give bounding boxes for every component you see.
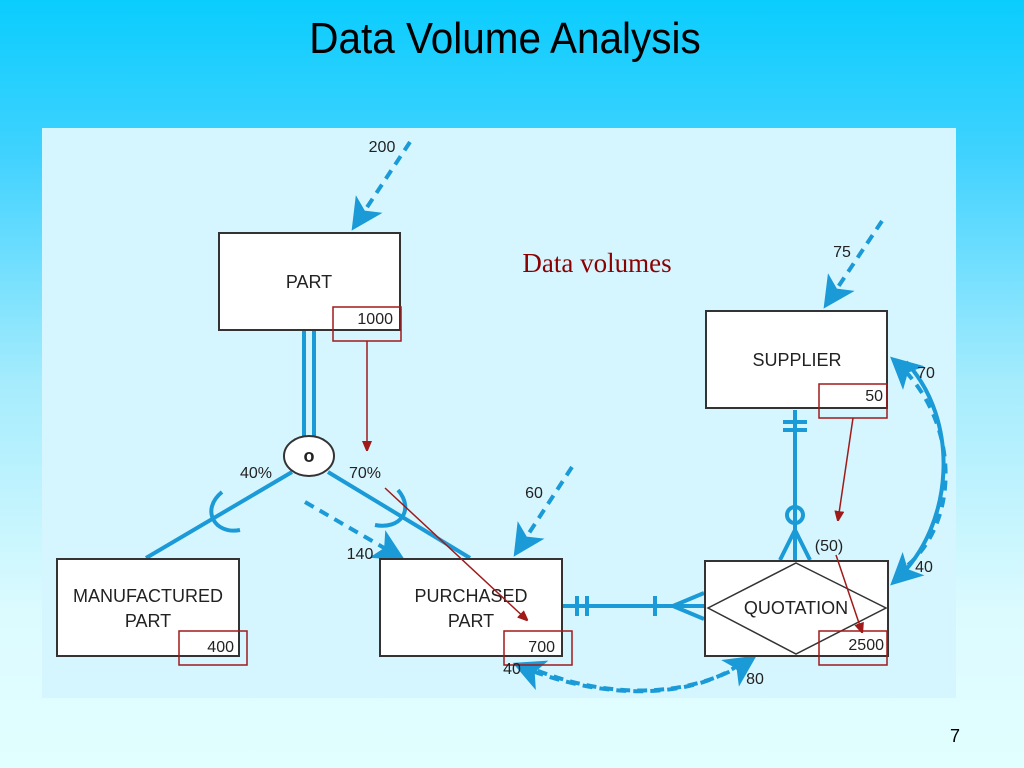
associative-diamond xyxy=(706,562,888,655)
crowfoot-a xyxy=(672,591,705,608)
subtype-line-manufactured xyxy=(144,470,294,560)
subtype-disjoint-circle: o xyxy=(283,435,335,477)
label-part-to-purchased: 140 xyxy=(347,546,374,563)
entity-name: PART xyxy=(286,272,332,292)
label-purchased-to-quotation: 80 xyxy=(746,671,764,688)
page-number: 7 xyxy=(950,726,961,746)
annotation-data-volumes: Data volumes xyxy=(522,248,671,278)
label-purchased-access: 60 xyxy=(525,485,543,502)
entity-name-line1: PURCHASED xyxy=(414,586,527,606)
entity-name: SUPPLIER xyxy=(752,350,841,370)
label-quotation-to-purchased: 40 xyxy=(503,661,521,678)
slide-title: Data Volume Analysis xyxy=(309,14,701,63)
arrow-avg-to-quotation-volume xyxy=(835,554,862,632)
arrow-pct-to-purchased-volume xyxy=(384,487,527,620)
disjoint-symbol: o xyxy=(304,446,315,466)
access-path-supplier xyxy=(823,219,884,309)
subset-arc-purchased xyxy=(374,488,408,528)
volume-highlight-box xyxy=(818,630,888,666)
label-part-access: 200 xyxy=(369,139,396,156)
access-path-part-to-purchased xyxy=(303,500,405,561)
label-supplier-to-quotation: 40 xyxy=(915,559,933,576)
volume-highlight-box xyxy=(178,630,248,666)
arrow-supplier-volume-to-avg xyxy=(838,417,854,520)
entity-name-line2: PART xyxy=(448,611,494,631)
entity-name: QUOTATION xyxy=(744,598,848,618)
access-path-supplier-quotation xyxy=(890,360,946,586)
entity-volume: 700 xyxy=(528,639,555,656)
optional-circle xyxy=(785,505,805,525)
entity-volume: 2500 xyxy=(848,637,884,654)
entity-volume: 1000 xyxy=(357,311,393,328)
label-manufactured-pct: 40% xyxy=(240,465,272,482)
annotation-arrows xyxy=(367,341,862,632)
entity-name-line2: PART xyxy=(125,611,171,631)
entity-volume: 50 xyxy=(865,388,883,405)
label-supplier-quotation-avg: (50) xyxy=(815,538,843,555)
access-path-quotation-purchased xyxy=(512,660,742,694)
entity-quotation[interactable]: QUOTATION 2500 xyxy=(704,560,889,666)
access-labels: 200 40% 70% 140 60 75 70 (50) 40 40 80 xyxy=(240,139,935,688)
subset-arc-manufactured xyxy=(209,490,241,533)
subtype-line-purchased xyxy=(326,470,472,560)
label-supplier-access: 75 xyxy=(833,244,851,261)
entity-part[interactable]: PART 1000 xyxy=(218,232,402,342)
crowfoot-b xyxy=(672,604,705,621)
entity-purchased-part[interactable]: PURCHASED PART 700 xyxy=(379,558,573,666)
relationship-lines xyxy=(144,330,812,621)
entity-manufactured-part[interactable]: MANUFACTURED PART 400 xyxy=(56,558,248,666)
label-purchased-pct: 70% xyxy=(349,465,381,482)
crowfoot-c xyxy=(778,529,797,561)
crowfoot-d xyxy=(793,529,812,561)
access-path-purchased xyxy=(513,465,574,557)
access-paths xyxy=(303,140,948,694)
entity-volume: 400 xyxy=(207,639,234,656)
label-quotation-to-supplier: 70 xyxy=(917,365,935,382)
entity-supplier[interactable]: SUPPLIER 50 xyxy=(705,310,888,419)
access-path-quotation-supplier xyxy=(890,356,948,567)
volume-highlight-box xyxy=(503,630,573,666)
entity-name-line1: MANUFACTURED xyxy=(73,586,223,606)
